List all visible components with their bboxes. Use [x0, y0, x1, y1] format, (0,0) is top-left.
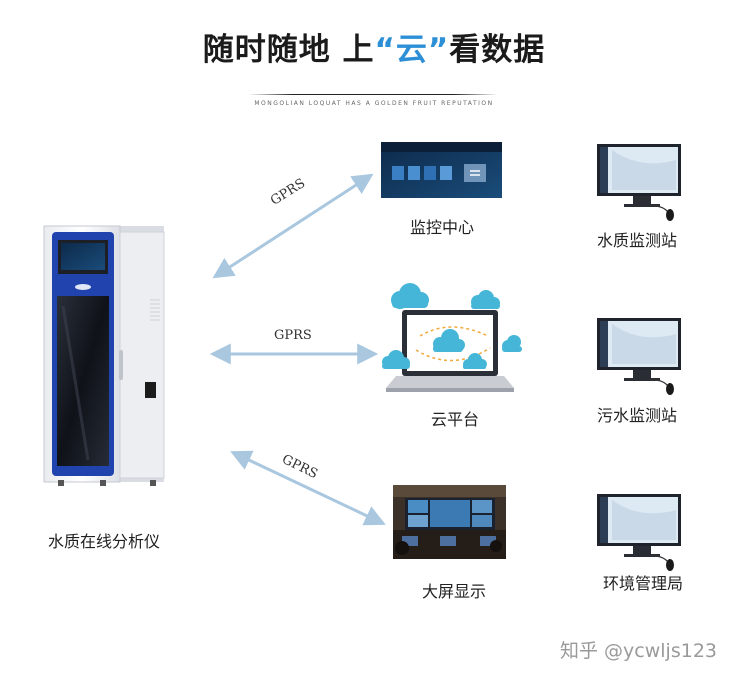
arrow-to-monitoring-center	[212, 173, 374, 279]
title-part-1: 随时随地 上	[202, 32, 375, 68]
water-quality-station-label: 水质监测站	[597, 231, 678, 250]
title-quote-open: “	[374, 32, 396, 68]
water-quality-analyzer-cabinet	[43, 225, 165, 486]
title-cloud-word: 云	[395, 32, 428, 68]
gprs-arrows	[209, 173, 386, 526]
arrow-to-big-screen	[230, 450, 386, 526]
sewage-station-monitor	[597, 318, 681, 395]
cloud-platform-label: 云平台	[431, 410, 480, 429]
big-screen-label: 大屏显示	[422, 582, 487, 601]
title-part-2: 看数据	[449, 32, 546, 68]
monitoring-center-label: 监控中心	[410, 218, 475, 237]
cloud-platform-image	[382, 283, 522, 392]
environment-bureau-monitor	[597, 494, 681, 571]
title-quote-close: ”	[427, 32, 450, 68]
environment-bureau-label: 环境管理局	[603, 574, 684, 593]
page-subtitle: MONGOLIAN LOQUAT HAS A GOLDEN FRUIT REPU…	[254, 100, 494, 107]
device-label: 水质在线分析仪	[48, 532, 161, 551]
water-quality-station-monitor	[597, 144, 681, 221]
sewage-station-label: 污水监测站	[597, 406, 678, 425]
gprs-label-middle: GPRS	[274, 328, 312, 343]
monitoring-center-image	[381, 142, 502, 198]
big-screen-display-image	[393, 485, 506, 559]
title-divider	[248, 94, 498, 95]
page-title: 随时随地 上“云”看数据	[0, 24, 748, 69]
watermark: 知乎 @ycwljs123	[560, 640, 717, 662]
